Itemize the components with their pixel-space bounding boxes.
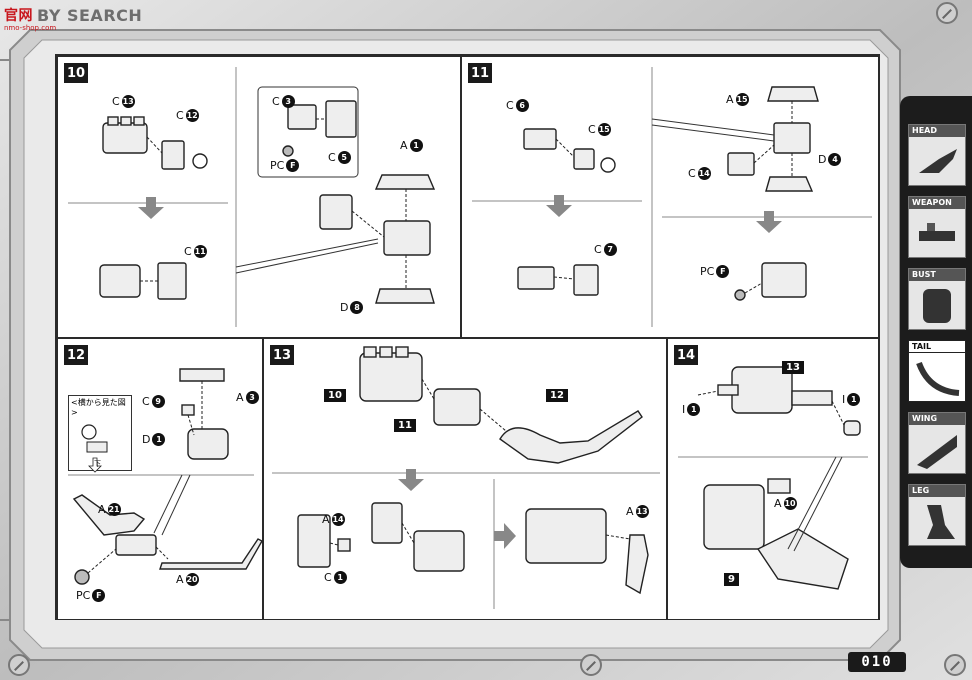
step-10-panel: 10 (57, 56, 461, 338)
step-number: 13 (270, 345, 295, 365)
step-13-panel: 13 (263, 338, 667, 620)
part-box-12: 12 (546, 389, 568, 402)
step-number: 10 (64, 63, 89, 83)
side-view-down-label: 下 (94, 460, 101, 468)
tab-tail-label: TAIL (909, 341, 965, 353)
tab-bust-label: BUST (909, 269, 965, 281)
wing-icon (917, 435, 957, 469)
part-box-10: 10 (324, 389, 346, 402)
tab-leg[interactable]: LEG (908, 484, 966, 546)
tail-icon (916, 361, 960, 396)
side-view-note-title: <横から見た図> (71, 398, 126, 417)
weapon-icon (919, 223, 955, 241)
side-view-note: <横から見た図> (68, 395, 132, 473)
page-number: 010 (848, 652, 906, 672)
step-14-illustration (678, 366, 868, 590)
leg-icon (927, 505, 955, 539)
tab-tail[interactable]: TAIL (908, 340, 966, 402)
tab-leg-label: LEG (909, 485, 965, 497)
instruction-page: 10 (55, 54, 880, 620)
tab-bust[interactable]: BUST (908, 268, 966, 330)
tab-weapon[interactable]: WEAPON (908, 196, 966, 258)
tab-wing-label: WING (909, 413, 965, 425)
bolt-bottom-left-icon (8, 654, 30, 676)
logo-mark: 官网 (4, 8, 33, 24)
section-sidebar: HEAD WEAPON BUST TAIL WING LEG (900, 96, 972, 568)
step-10-illustration (68, 67, 436, 327)
step-12-illustration (68, 368, 263, 585)
bust-icon (923, 289, 951, 323)
tab-weapon-label: WEAPON (909, 197, 965, 209)
tab-wing[interactable]: WING (908, 412, 966, 474)
part-box-13: 13 (782, 361, 804, 374)
step-11-panel: 11 (461, 56, 879, 338)
tab-head[interactable]: HEAD (908, 124, 966, 186)
brand-text: BY SEARCH (37, 5, 143, 25)
head-icon (919, 149, 957, 173)
bolt-bottom-right-icon (944, 654, 966, 676)
step-number: 11 (468, 63, 493, 83)
part-box-11: 11 (394, 419, 416, 432)
bolt-top-right-icon (936, 2, 958, 24)
step-11-illustration (472, 67, 872, 327)
step-13-illustration (272, 346, 660, 609)
site-url: nmo-shop.com (4, 24, 57, 32)
tab-head-label: HEAD (909, 125, 965, 137)
site-header: 官网 BY SEARCH nmo-shop.com (4, 4, 143, 33)
bolt-bottom-mid-icon (580, 654, 602, 676)
step-12-panel: 12 <横から見た図> 下 (57, 338, 263, 620)
side-view-drawing (81, 424, 108, 473)
step-number: 12 (64, 345, 89, 365)
part-box-9: 9 (724, 573, 739, 586)
step-number: 14 (674, 345, 699, 365)
